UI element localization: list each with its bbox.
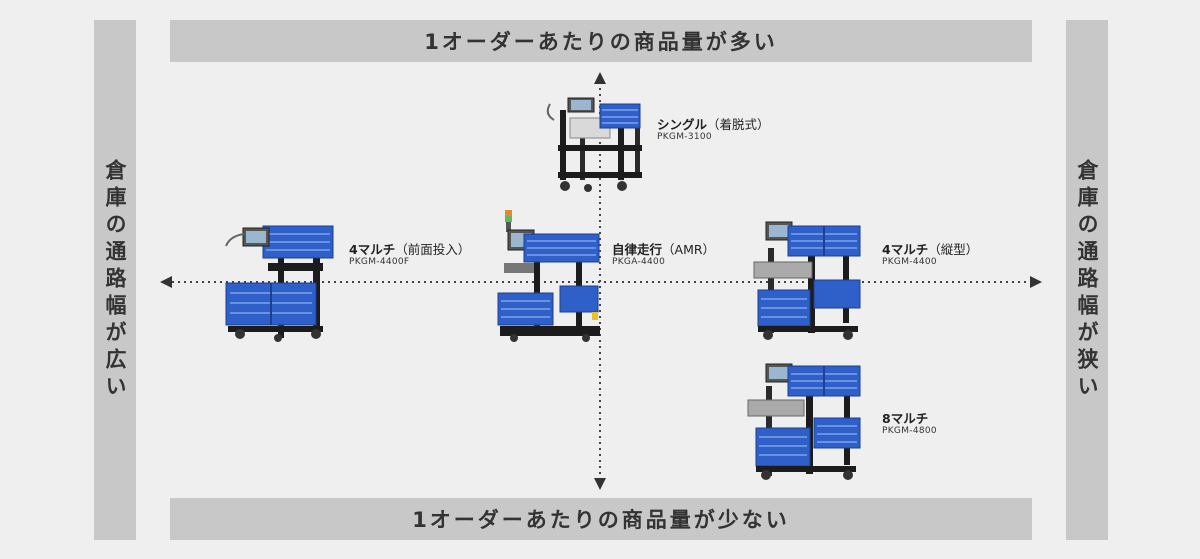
cart-4-multi-vertical-image <box>753 221 861 340</box>
product-label-4-multi-front: 4マルチ（前面投入） PKGM-4400F <box>349 242 471 268</box>
product-model: PKGM-4400 <box>882 257 937 268</box>
product-variant: （前面投入） <box>395 242 471 257</box>
product-model: PKGM-4800 <box>882 426 937 437</box>
product-model: PKGM-4400F <box>349 257 410 268</box>
product-label-single: シングル（着脱式） PKGM-3100 <box>657 117 770 143</box>
product-variant: （着脱式） <box>707 117 770 132</box>
product-model: PKGA-4400 <box>612 257 666 268</box>
arrow-right-icon <box>1030 276 1042 288</box>
product-name: 4マルチ <box>882 242 929 257</box>
axis-label-top: 1オーダーあたりの商品量が多い <box>170 20 1032 62</box>
cart-4-multi-front-image <box>225 225 334 342</box>
product-name: 自律走行 <box>612 242 663 257</box>
product-label-amr: 自律走行（AMR） PKGA-4400 <box>612 242 716 268</box>
product-name: シングル <box>657 117 708 132</box>
product-label-4-multi-vertical: 4マルチ（縦型） PKGM-4400 <box>882 242 979 268</box>
product-model: PKGM-3100 <box>657 132 712 143</box>
arrow-left-icon <box>160 276 172 288</box>
arrow-up-icon <box>594 72 606 84</box>
arrow-down-icon <box>594 478 606 490</box>
cart-amr-image <box>497 210 600 342</box>
cart-8-multi-image <box>747 363 861 480</box>
cart-single-image <box>546 97 642 192</box>
product-name: 4マルチ <box>349 242 396 257</box>
axis-label-right: 倉庫の通路幅が狭い <box>1066 20 1108 540</box>
axis-label-left: 倉庫の通路幅が広い <box>94 20 136 540</box>
product-name: 8マルチ <box>882 411 929 426</box>
axis-label-bottom: 1オーダーあたりの商品量が少ない <box>170 498 1032 540</box>
product-label-8-multi: 8マルチ PKGM-4800 <box>882 411 937 437</box>
product-variant: （AMR） <box>662 242 716 257</box>
product-variant: （縦型） <box>928 242 979 257</box>
